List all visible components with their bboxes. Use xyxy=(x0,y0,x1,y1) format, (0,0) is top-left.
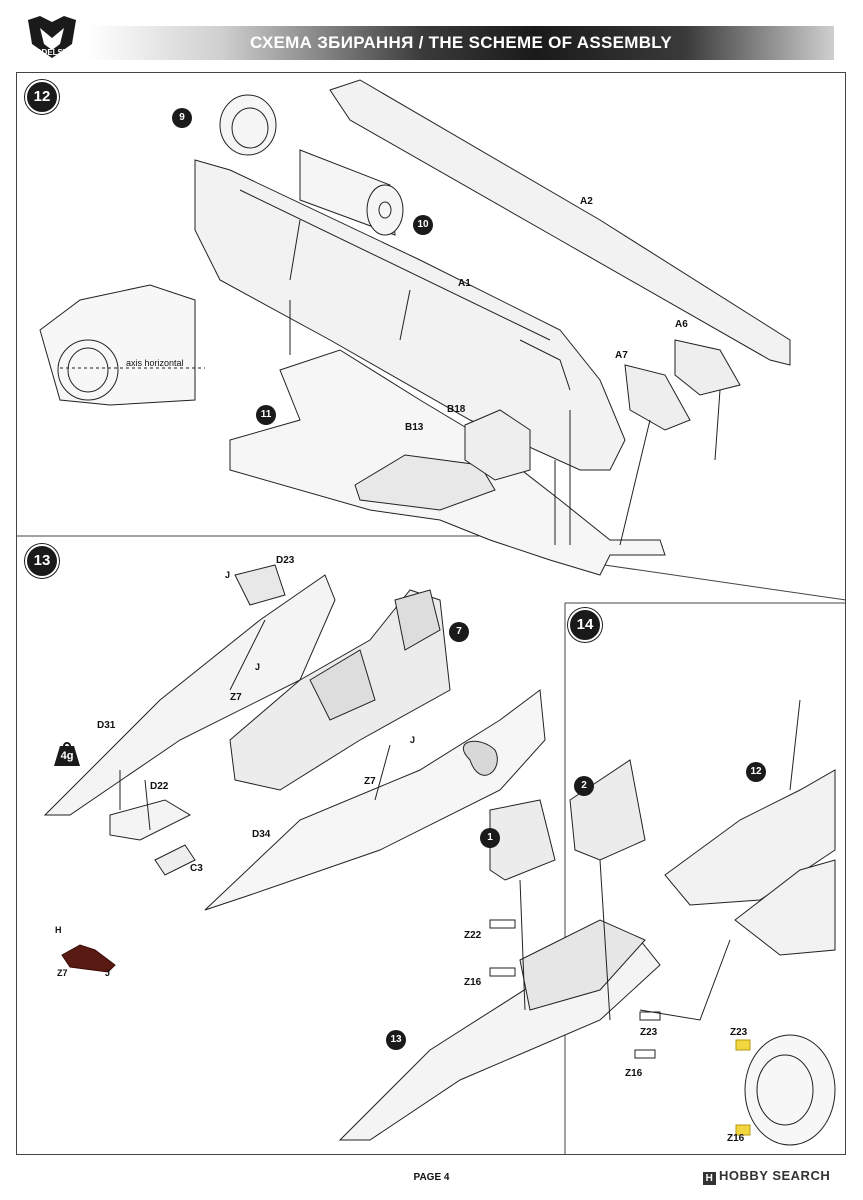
part-label-z16-a: Z16 xyxy=(464,977,482,988)
part-label-b18: B18 xyxy=(447,404,466,415)
page-number: PAGE 4 xyxy=(413,1172,450,1183)
part-label-a7: A7 xyxy=(615,350,628,361)
part-label-b13: B13 xyxy=(405,422,424,433)
logo-text: MODELSVIT xyxy=(28,48,76,57)
part-label-d22: D22 xyxy=(150,781,169,792)
substep-11-badge: 11 xyxy=(256,405,276,425)
substep-7-badge: 7 xyxy=(449,622,469,642)
substep-1-badge: 1 xyxy=(480,828,500,848)
substep-13-badge: 13 xyxy=(386,1030,406,1050)
part-label-z23-b: Z23 xyxy=(730,1027,748,1038)
header-bar xyxy=(88,26,834,60)
substep-10-badge: 10 xyxy=(413,215,433,235)
part-label-d23: D23 xyxy=(276,555,295,566)
part-label-z23-a: Z23 xyxy=(640,1027,658,1038)
page-frame xyxy=(16,72,846,1155)
substep-9-badge: 9 xyxy=(172,108,192,128)
part-label-z7-b: Z7 xyxy=(364,776,376,787)
page-title: СХЕМА ЗБИРАННЯ / THE SCHEME OF ASSEMBLY xyxy=(249,33,673,52)
part-label-d34: D34 xyxy=(252,829,271,840)
paint-label-j-1: J xyxy=(225,570,231,580)
legend-j: J xyxy=(105,968,111,978)
weight-icon xyxy=(54,742,80,766)
substep-12-badge: 12 xyxy=(746,762,766,782)
substep-2-badge: 2 xyxy=(574,776,594,796)
step-12-badge: 12 xyxy=(25,80,59,114)
part-label-d31: D31 xyxy=(97,720,116,731)
paint-label-j-2: J xyxy=(255,662,261,672)
legend-h: H xyxy=(55,925,62,935)
paint-label-j-3: J xyxy=(410,735,416,745)
hobby-search-logo-icon: H xyxy=(703,1172,716,1185)
step-14-badge: 14 xyxy=(568,608,602,642)
part-label-a6: A6 xyxy=(675,319,688,330)
part-label-z22: Z22 xyxy=(464,930,482,941)
part-label-z16-b: Z16 xyxy=(625,1068,643,1079)
weight-label: 4g xyxy=(60,750,74,762)
axis-label: axis horizontal xyxy=(126,358,184,368)
legend-z7: Z7 xyxy=(57,968,68,978)
modelsvit-logo xyxy=(28,16,76,58)
hobby-search-text: HOBBY SEARCH xyxy=(719,1168,831,1183)
part-label-a2: A2 xyxy=(580,196,593,207)
step-13-badge: 13 xyxy=(25,544,59,578)
part-label-c3: C3 xyxy=(190,863,203,874)
part-label-a1: A1 xyxy=(458,278,471,289)
part-label-z16-c: Z16 xyxy=(727,1133,745,1144)
part-label-z7-a: Z7 xyxy=(230,692,242,703)
